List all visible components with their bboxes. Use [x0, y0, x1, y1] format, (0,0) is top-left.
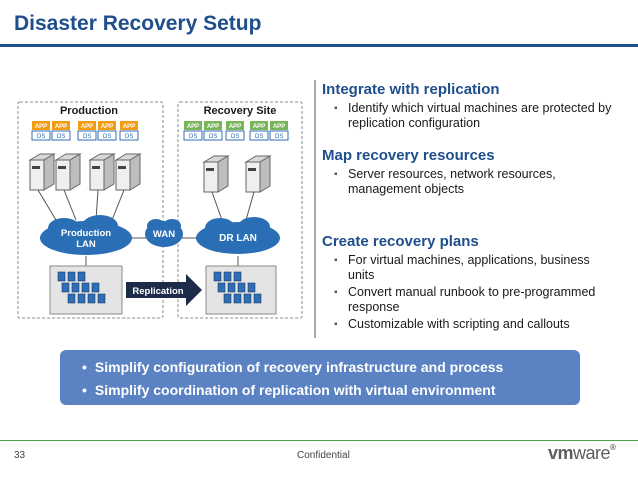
svg-text:APP: APP	[35, 124, 47, 130]
section-replication: Integrate with replication Identify whic…	[322, 80, 618, 133]
server-icon	[88, 153, 116, 191]
svg-text:APP: APP	[81, 124, 93, 130]
server-icon	[202, 155, 230, 193]
network-links	[37, 189, 255, 266]
svg-text:OS: OS	[83, 134, 92, 140]
svg-text:OS: OS	[189, 134, 198, 140]
production-vm-group: APP OS APP OS APP OS APP OS APP OS	[31, 121, 139, 141]
server-icon	[28, 153, 56, 191]
vm-stack: APP OS	[31, 121, 51, 141]
server-icon	[54, 153, 82, 191]
svg-text:APP: APP	[101, 124, 113, 130]
vm-stack: APP OS	[225, 121, 245, 141]
logo-prefix: vm	[548, 443, 574, 463]
dr-lan-label: DR LAN	[219, 233, 257, 244]
slide-title: Disaster Recovery Setup	[14, 12, 262, 35]
replication-label: Replication	[132, 286, 183, 297]
server-icon	[244, 155, 272, 193]
vm-stack: APP OS	[77, 121, 97, 141]
registered-mark-icon: ®	[610, 443, 616, 452]
bullet-dot-icon: •	[82, 382, 87, 398]
vmware-logo: vmware®	[548, 443, 616, 464]
footer-divider	[0, 440, 638, 441]
svg-text:OS: OS	[209, 134, 218, 140]
bullet-list: Server resources, network resources, man…	[334, 167, 618, 197]
bullet-item: Customizable with scripting and callouts	[334, 317, 618, 332]
benefits-panel: Integrate with replication Identify whic…	[314, 80, 618, 338]
banner-line: • Simplify configuration of recovery infr…	[82, 356, 580, 379]
svg-text:APP: APP	[123, 124, 135, 130]
svg-text:APP: APP	[253, 124, 265, 130]
svg-text:OS: OS	[57, 134, 66, 140]
bullet-item: Server resources, network resources, man…	[334, 167, 618, 197]
dr-lan-cloud: DR LAN	[196, 217, 280, 254]
vm-stack: APP OS	[203, 121, 223, 141]
svg-text:APP: APP	[187, 124, 199, 130]
banner-text: Simplify coordination of replication wit…	[94, 382, 496, 398]
section-heading: Integrate with replication	[322, 81, 500, 98]
recovery-storage-array	[205, 265, 277, 315]
svg-text:APP: APP	[55, 124, 67, 130]
recovery-servers	[202, 155, 272, 193]
dr-diagram: Production Recovery Site APP OS APP OS APP…	[17, 101, 303, 319]
svg-text:OS: OS	[37, 134, 46, 140]
vm-stack: APP OS	[97, 121, 117, 141]
recovery-vm-group: APP OS APP OS APP OS APP OS APP OS	[183, 121, 289, 141]
bullet-dot-icon: •	[82, 359, 87, 375]
bullet-item: Identify which virtual machines are prot…	[334, 101, 618, 131]
wan-cloud: WAN	[145, 219, 183, 247]
production-storage-array	[49, 265, 123, 315]
vm-stack: APP OS	[51, 121, 71, 141]
summary-banner: • Simplify configuration of recovery infr…	[60, 350, 580, 405]
bullet-list: For virtual machines, applications, busi…	[334, 253, 618, 332]
banner-line: • Simplify coordination of replication wi…	[82, 379, 580, 402]
production-lan-cloud: Production LAN	[40, 215, 132, 255]
production-lan-label-line2: LAN	[76, 239, 96, 250]
vm-stack: APP OS	[249, 121, 269, 141]
section-recovery-plans: Create recovery plans For virtual machin…	[322, 232, 618, 334]
vm-stack: APP OS	[119, 121, 139, 141]
banner-text: Simplify configuration of recovery infra…	[94, 359, 504, 375]
section-heading: Map recovery resources	[322, 147, 495, 164]
recovery-site-box	[177, 101, 303, 319]
page-number: 33	[14, 450, 26, 461]
svg-text:OS: OS	[231, 134, 240, 140]
production-lan-label: Production	[61, 228, 111, 239]
production-label: Production	[60, 105, 118, 117]
bullet-list: Identify which virtual machines are prot…	[334, 101, 618, 131]
production-servers	[28, 153, 142, 191]
svg-text:APP: APP	[207, 124, 219, 130]
bullet-item: Convert manual runbook to pre-programmed…	[334, 285, 618, 315]
title-divider	[0, 44, 638, 47]
svg-text:APP: APP	[229, 124, 241, 130]
wan-label: WAN	[153, 229, 175, 240]
vm-stack: APP OS	[183, 121, 203, 141]
svg-text:OS: OS	[125, 134, 134, 140]
svg-text:APP: APP	[273, 124, 285, 130]
vm-stack: APP OS	[269, 121, 289, 141]
svg-text:OS: OS	[103, 134, 112, 140]
svg-text:OS: OS	[275, 134, 284, 140]
bullet-item: For virtual machines, applications, busi…	[334, 253, 618, 283]
recovery-site-label: Recovery Site	[204, 105, 277, 117]
logo-suffix: ware	[573, 443, 611, 463]
section-resources: Map recovery resources Server resources,…	[322, 146, 618, 199]
server-icon	[114, 153, 142, 191]
replication-arrow: Replication	[126, 274, 202, 306]
svg-text:OS: OS	[255, 134, 264, 140]
confidential-label: Confidential	[297, 450, 350, 461]
section-heading: Create recovery plans	[322, 233, 479, 250]
